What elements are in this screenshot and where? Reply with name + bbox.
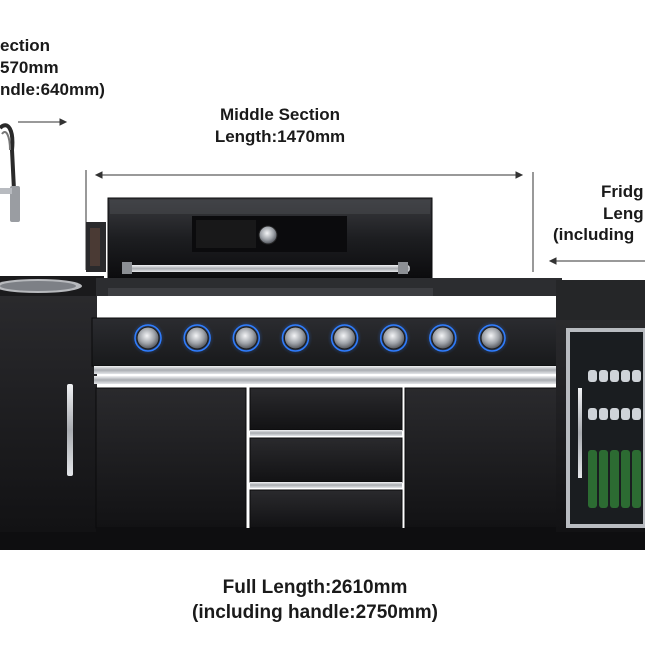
burner-knob: [283, 326, 307, 350]
lid-handle: [122, 265, 410, 272]
fridge-bottle: [599, 370, 608, 382]
faucet: [0, 123, 20, 222]
knob-blue-ring: [281, 324, 310, 352]
knob-blue-ring: [478, 324, 506, 352]
thermometer-gauge: [258, 225, 278, 245]
fridge-bottle: [621, 450, 630, 508]
full-length-including-label: (including handle:2750mm): [192, 602, 438, 623]
middle-section-title: Middle Section: [220, 105, 340, 124]
fridge-bottle: [599, 408, 608, 420]
knob-blue-ring: [183, 324, 211, 352]
fridge-bottle: [632, 408, 641, 420]
knob-blue-ring: [330, 324, 359, 352]
left-section-label-line3: ndle:640mm): [0, 80, 105, 99]
fridge-bottle: [588, 450, 597, 508]
fridge-bottle: [632, 370, 641, 382]
fridge-bottle: [610, 408, 619, 420]
knob-blue-ring: [379, 324, 408, 352]
fridge-section-label-line3: (including: [553, 225, 635, 244]
knob-blue-ring: [232, 324, 261, 352]
fridge-section-label-line1: Fridg: [601, 182, 644, 201]
fridge-bottle: [610, 370, 619, 382]
middle-section-length: Length:1470mm: [214, 127, 346, 146]
right-fridge-section: [556, 280, 645, 550]
burner-knob: [480, 326, 504, 350]
left-section-label-line1: ection: [0, 36, 51, 55]
middle-bbq-section: [91, 197, 563, 550]
burner-knob: [234, 326, 258, 350]
burner-knob: [136, 326, 160, 350]
fridge-bottle: [621, 408, 630, 420]
full-length-label: Full Length:2610mm: [222, 577, 408, 598]
burner-knob: [431, 326, 455, 350]
burner-knob: [382, 326, 406, 350]
dimension-arrows: [18, 118, 645, 272]
control-knobs: [131, 321, 509, 355]
left-sink-cabinet: [0, 222, 106, 550]
fridge-bottle: [588, 408, 597, 420]
fridge-section-label-line2: Leng: [603, 204, 644, 223]
fridge-bottle: [632, 450, 641, 508]
left-section-label-line2: 570mm: [0, 58, 59, 77]
fridge-bottle: [599, 450, 608, 508]
knob-blue-ring: [134, 324, 162, 352]
fridge-bottle: [588, 370, 597, 382]
fridge-bottle: [610, 450, 619, 508]
burner-knob: [333, 326, 357, 350]
knob-blue-ring: [429, 324, 457, 352]
burner-knob: [185, 326, 209, 350]
fridge-bottle: [621, 370, 630, 382]
